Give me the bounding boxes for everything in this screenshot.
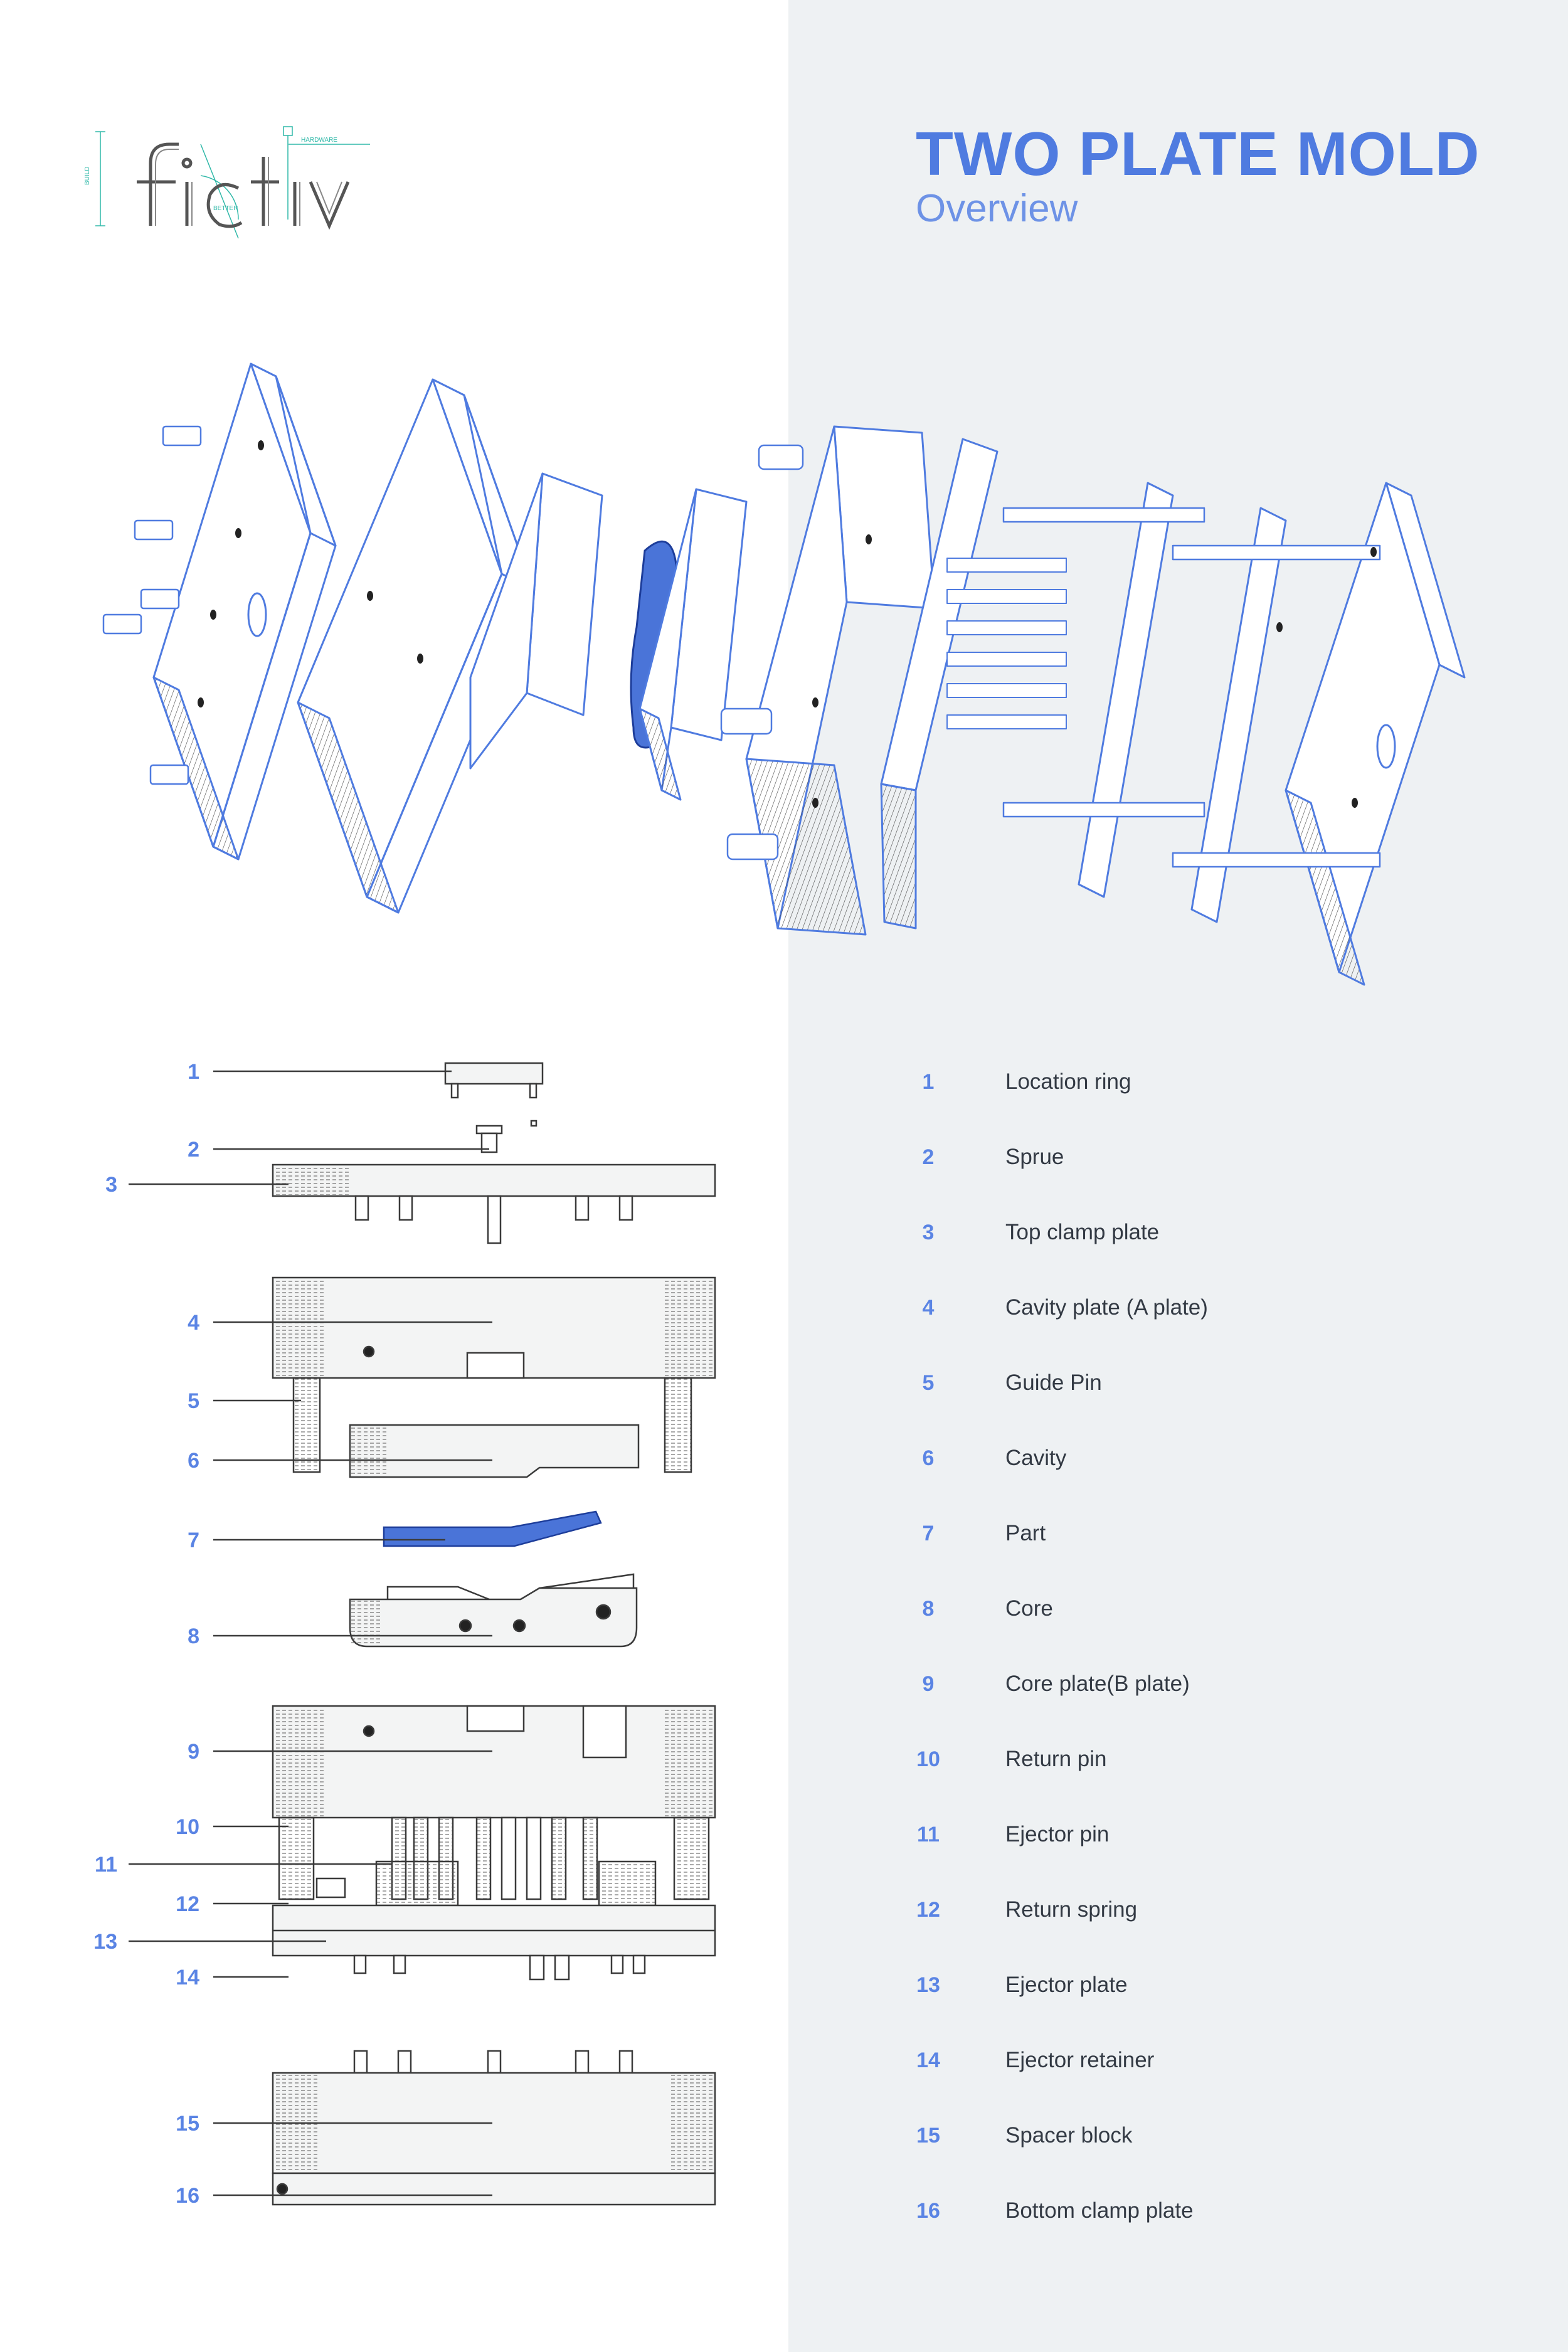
legend-label: Return pin — [1005, 1747, 1107, 1771]
legend-label: Core — [1005, 1596, 1053, 1621]
legend-label: Ejector pin — [1005, 1822, 1110, 1846]
page-subtitle: Overview — [916, 187, 1078, 230]
core-shape — [349, 1573, 638, 1648]
legend-number: 6 — [922, 1446, 935, 1470]
ejector-retainer-shape — [272, 1904, 716, 1981]
legend-item: 1 Location ring — [897, 1066, 1461, 1142]
legend-number: 1 — [922, 1070, 935, 1094]
legend-label: Bottom clamp plate — [1005, 2198, 1194, 2223]
legend-item: 5 Guide Pin — [897, 1367, 1461, 1443]
callout-leaders — [129, 1070, 492, 2196]
bottom-clamp-plate-shape — [272, 2172, 716, 2206]
callout-number-11: 11 — [95, 1853, 117, 1877]
legend-number: 4 — [922, 1296, 935, 1320]
legend-label: Sprue — [1005, 1145, 1064, 1169]
core-plate-shape — [272, 1705, 716, 1819]
callout-number-9: 9 — [188, 1740, 199, 1764]
legend-number: 14 — [916, 2048, 940, 2072]
legend-label: Part — [1005, 1521, 1046, 1545]
legend-number: 9 — [922, 1672, 935, 1696]
cavity-shape — [349, 1424, 640, 1478]
sprue-shape — [475, 1120, 538, 1153]
logo-tag-better: BETTER — [213, 205, 238, 212]
legend-number: 8 — [922, 1597, 935, 1621]
return-springs-shape — [278, 1816, 710, 1900]
callout-number-7: 7 — [188, 1528, 199, 1552]
mold-section-diagram: 1 2 3 4 5 6 7 8 9 10 11 12 13 14 15 16 — [93, 1060, 716, 2208]
fictiv-logo: BUILD HARDWARE BETTER — [84, 126, 370, 239]
legend-number: 3 — [922, 1221, 935, 1244]
legend-number: 13 — [916, 1973, 940, 1997]
legend-label: Spacer block — [1005, 2123, 1133, 2148]
callout-number-4: 4 — [188, 1311, 199, 1335]
legend-item: 12 Return spring — [897, 1894, 1461, 1969]
legend-label: Top clamp plate — [1005, 1220, 1160, 1244]
top-clamp-plate-shape — [272, 1163, 716, 1244]
callout-number-6: 6 — [188, 1449, 199, 1473]
right-panel-background — [788, 0, 1568, 2352]
legend-number: 16 — [916, 2199, 940, 2223]
callout-number-12: 12 — [176, 1892, 199, 1916]
guide-pins-shape — [292, 1377, 692, 1473]
location-ring-shape — [444, 1062, 544, 1099]
legend-label: Ejector plate — [1005, 1973, 1128, 1997]
legend-item: 6 Cavity — [897, 1443, 1461, 1518]
legend-label: Location ring — [1005, 1069, 1131, 1094]
callout-number-13: 13 — [93, 1930, 117, 1954]
legend-label: Cavity — [1005, 1446, 1067, 1470]
legend-number: 11 — [917, 1823, 940, 1846]
legend-item: 2 Sprue — [897, 1142, 1461, 1217]
exploded-mold-illustration — [102, 363, 1466, 986]
legend-label: Core plate(B plate) — [1005, 1671, 1190, 1696]
legend-number: 2 — [922, 1145, 935, 1169]
parts-legend: 1 Location ring 2 Sprue 3 Top clamp plate 4… — [897, 1066, 1461, 2270]
legend-number: 15 — [916, 2124, 940, 2148]
callout-number-1: 1 — [188, 1060, 199, 1084]
legend-item: 3 Top clamp plate — [897, 1217, 1461, 1292]
legend-item: 7 Part — [897, 1518, 1461, 1593]
legend-number: 7 — [922, 1522, 935, 1545]
part-shape — [383, 1510, 602, 1547]
legend-number: 10 — [916, 1747, 940, 1771]
callout-number-16: 16 — [176, 2184, 199, 2208]
spacer-block-shape — [272, 2050, 716, 2175]
legend-number: 5 — [922, 1371, 935, 1395]
callout-number-14: 14 — [176, 1966, 199, 1989]
legend-item: 11 Ejector pin — [897, 1819, 1461, 1894]
legend-label: Guide Pin — [1005, 1370, 1102, 1395]
legend-label: Return spring — [1005, 1897, 1138, 1922]
callout-number-3: 3 — [105, 1173, 117, 1197]
legend-item: 8 Core — [897, 1593, 1461, 1668]
legend-item: 16 Bottom clamp plate — [897, 2195, 1461, 2270]
legend-number: 12 — [916, 1898, 940, 1922]
callout-number-5: 5 — [188, 1389, 199, 1413]
legend-label: Cavity plate (A plate) — [1005, 1295, 1208, 1320]
logo-tag-hardware: HARDWARE — [301, 137, 337, 144]
legend-item: 13 Ejector plate — [897, 1969, 1461, 2045]
legend-label: Ejector retainer — [1005, 2048, 1155, 2072]
callout-number-15: 15 — [176, 2112, 199, 2136]
callout-number-10: 10 — [176, 1815, 199, 1839]
page-title: TWO PLATE MOLD — [916, 119, 1480, 188]
legend-item: 10 Return pin — [897, 1744, 1461, 1819]
callout-number-8: 8 — [188, 1624, 199, 1648]
legend-item: 9 Core plate(B plate) — [897, 1668, 1461, 1744]
legend-item: 14 Ejector retainer — [897, 2045, 1461, 2120]
legend-item: 4 Cavity plate (A plate) — [897, 1292, 1461, 1367]
legend-item: 15 Spacer block — [897, 2120, 1461, 2195]
callout-number-2: 2 — [188, 1138, 199, 1162]
logo-tag-build: BUILD — [84, 167, 91, 185]
cavity-plate-shape — [272, 1276, 716, 1379]
